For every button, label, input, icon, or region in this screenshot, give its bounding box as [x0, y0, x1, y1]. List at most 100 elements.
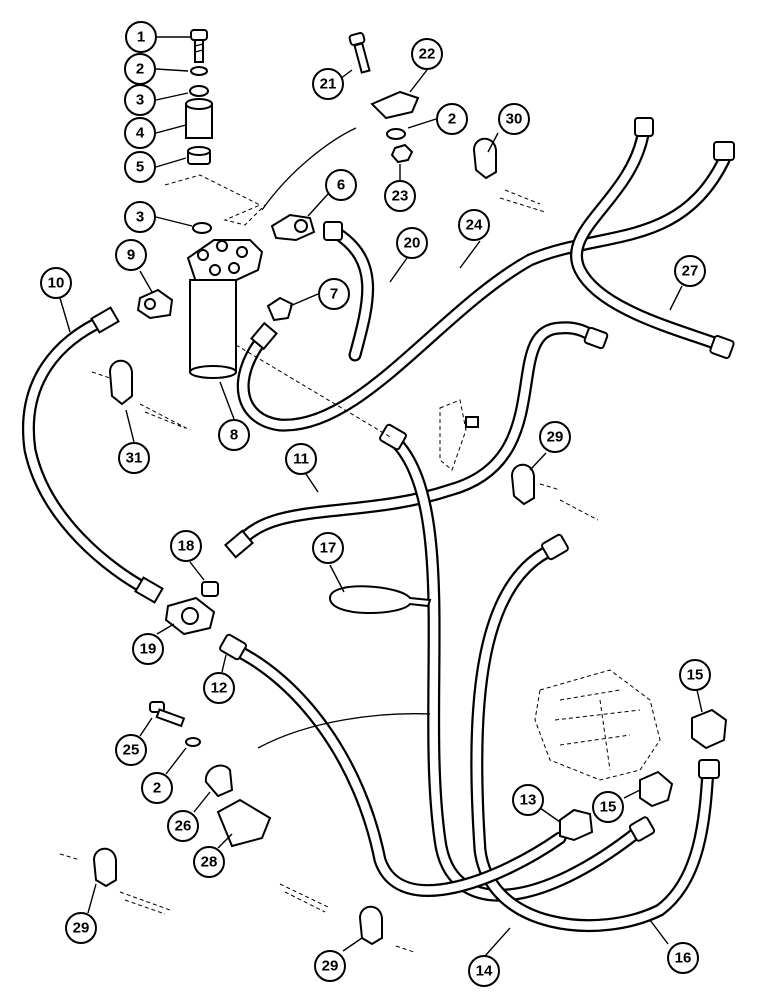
clamp-26: [204, 764, 234, 798]
cross-fitting-19: [164, 596, 216, 636]
callout-2c: 2: [141, 772, 173, 804]
svg-text:4: 4: [136, 125, 145, 142]
fitting-6: [270, 213, 316, 242]
elbow-7: [266, 296, 294, 322]
callout-17: 17: [312, 532, 344, 564]
filter-head: [186, 239, 264, 283]
callout-11: 11: [285, 443, 317, 475]
washer-3: [189, 85, 209, 97]
hose-14: [379, 423, 656, 902]
callout-15a: 15: [679, 659, 711, 691]
callout-26: 26: [167, 810, 199, 842]
svg-text:2: 2: [153, 780, 161, 797]
clip-small: [465, 416, 479, 428]
bracket-dashed: [439, 399, 467, 471]
callout-1: 1: [125, 21, 157, 53]
svg-text:29: 29: [322, 958, 339, 975]
svg-text:7: 7: [330, 286, 338, 303]
clamp-30: [472, 137, 497, 180]
svg-text:3: 3: [136, 92, 144, 109]
clamp-hardware-29b: [59, 853, 171, 915]
grommet-5: [187, 146, 211, 165]
clamp-31: [108, 359, 133, 406]
svg-text:23: 23: [392, 188, 409, 205]
svg-text:30: 30: [506, 111, 523, 128]
callout-23: 23: [384, 180, 416, 212]
svg-text:14: 14: [476, 963, 493, 980]
svg-text:13: 13: [520, 792, 537, 809]
svg-text:3: 3: [136, 209, 144, 226]
clamp-hardware-30: [499, 189, 546, 213]
svg-text:2: 2: [136, 61, 144, 78]
hose-24: [236, 141, 735, 432]
svg-text:17: 17: [320, 540, 337, 557]
svg-text:18: 18: [178, 538, 195, 555]
callout-20: 20: [396, 227, 428, 259]
hose-11: [224, 321, 609, 559]
callout-10: 10: [40, 267, 72, 299]
washer-2: [190, 66, 208, 76]
callout-16: 16: [667, 942, 699, 974]
callout-18: 18: [170, 530, 202, 562]
svg-text:6: 6: [337, 177, 345, 194]
washer-2c: [185, 737, 201, 747]
svg-text:19: 19: [140, 641, 157, 658]
callout-29b: 29: [65, 912, 97, 944]
callout-12: 12: [203, 672, 235, 704]
hose-27: [570, 117, 735, 360]
svg-text:22: 22: [419, 46, 436, 63]
svg-text:11: 11: [293, 451, 309, 468]
callout-13: 13: [512, 784, 544, 816]
plate-leader-line: [261, 127, 357, 211]
hose-16: [470, 533, 720, 932]
elbow-15a: [691, 708, 728, 750]
callout-27: 27: [674, 255, 706, 287]
leader-lines: [59, 36, 703, 957]
svg-text:21: 21: [320, 76, 337, 93]
bolt-25: [149, 701, 186, 728]
svg-text:15: 15: [687, 667, 704, 684]
svg-text:16: 16: [675, 950, 692, 967]
callout-24: 24: [458, 209, 490, 241]
svg-text:25: 25: [123, 742, 140, 759]
centre-line: [235, 344, 393, 439]
callout-15b: 15: [592, 791, 624, 823]
control-valve: [534, 669, 661, 781]
callout-22: 22: [411, 38, 443, 70]
hose-12: [219, 633, 567, 897]
svg-text:29: 29: [73, 920, 90, 937]
washer-2b: [386, 128, 406, 140]
clamp-hardware-29c: [279, 883, 415, 953]
clamp-29b: [92, 847, 117, 888]
nut-23: [390, 143, 414, 164]
svg-text:28: 28: [201, 854, 218, 871]
mounting-plate-outline: [164, 174, 266, 226]
callout-2a: 2: [124, 53, 156, 85]
clamp-29a: [510, 463, 535, 506]
svg-text:5: 5: [136, 159, 144, 176]
elbow-13: [559, 808, 594, 842]
clamp-29c: [358, 905, 383, 946]
hose-10: [22, 306, 164, 604]
washer-3b: [192, 222, 212, 234]
callout-21: 21: [312, 68, 344, 100]
fitting-9: [136, 288, 174, 320]
callout-30: 30: [498, 103, 530, 135]
bolt-21: [348, 32, 371, 74]
svg-text:2: 2: [448, 111, 456, 128]
svg-text:20: 20: [404, 235, 421, 252]
bracket-28: [216, 798, 272, 848]
svg-text:27: 27: [682, 263, 699, 280]
clamp-hardware-31: [91, 371, 191, 431]
svg-text:9: 9: [127, 247, 135, 264]
filter-canister-8: [189, 279, 237, 379]
plug-18: [201, 581, 219, 597]
callout-9: 9: [115, 239, 147, 271]
callout-2b: 2: [436, 103, 468, 135]
svg-text:31: 31: [126, 450, 143, 467]
callout-31: 31: [118, 442, 150, 474]
callout-19: 19: [132, 633, 164, 665]
bolt-1: [190, 29, 208, 63]
svg-text:15: 15: [600, 799, 617, 816]
